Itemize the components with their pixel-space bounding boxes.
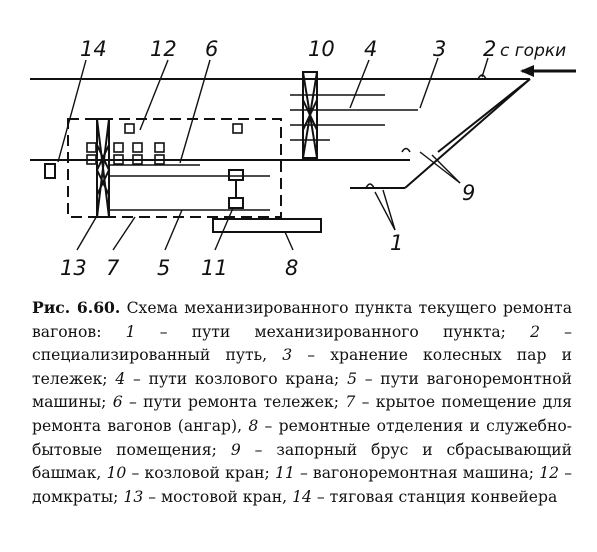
label-8: 8 xyxy=(285,256,298,280)
caption-item-number: 1 xyxy=(125,322,136,341)
caption-item-13: 13 – мостовой кран, xyxy=(118,488,287,506)
track-layout-diagram: с горки 14 12 6 10 4 3 2 9 1 13 7 5 11 8 xyxy=(30,37,576,280)
caption-item-text: – ремонтные отделения и служебно-бытовые… xyxy=(32,416,572,459)
caption-item-6: 6 – пути ремонта тележек; xyxy=(106,393,339,411)
caption-lead: Рис. 6.60. xyxy=(32,298,121,317)
caption-item-number: 5 xyxy=(347,369,357,388)
label-1: 1 xyxy=(390,231,403,255)
repair-buildings xyxy=(212,218,322,233)
caption-items: 1 – пути механизированного пункта; 2 – с… xyxy=(32,323,572,506)
caption-item-number: 2 xyxy=(530,322,540,341)
label-2: 2 xyxy=(483,37,496,61)
caption-item-number: 14 xyxy=(292,487,312,506)
stop-shoe-3 xyxy=(401,147,411,153)
direction-arrow-icon xyxy=(520,65,576,77)
caption-item-text: – запорный брус и сбрасывающий башмак, xyxy=(32,440,572,483)
stop-shoe-2 xyxy=(365,183,375,189)
label-4: 4 xyxy=(364,37,377,61)
caption-item-text: – козловой кран; xyxy=(126,464,270,483)
caption-item-12: 12 – домкраты; xyxy=(32,464,572,506)
label-14: 14 xyxy=(80,37,107,61)
caption-item-number: 7 xyxy=(345,393,356,412)
caption-item-14: 14 – тяговая станция конвейера xyxy=(287,488,557,506)
lead-track-lower xyxy=(404,78,531,189)
caption-item-text: – вагоноремонтная машина; xyxy=(294,464,535,483)
label-12: 12 xyxy=(150,37,177,61)
caption-title: Схема механизированного пункта текущего … xyxy=(32,299,572,341)
jacks xyxy=(86,123,243,165)
label-9: 9 xyxy=(462,181,475,205)
caption-item-3: 3 – хранение колесных пар и тележек; xyxy=(32,346,572,388)
hangar-outline xyxy=(67,118,282,218)
label-7: 7 xyxy=(106,256,120,280)
repair-machine xyxy=(228,169,244,209)
caption-item-number: 8 xyxy=(248,416,259,435)
caption-item-text: – домкраты; xyxy=(32,464,573,506)
caption-item-number: 13 xyxy=(123,487,144,506)
conveyor-station xyxy=(44,163,56,179)
caption-item-number: 10 xyxy=(106,464,127,483)
direction-label: с горки xyxy=(500,41,566,61)
caption-item-text: – специализированный путь, xyxy=(32,322,572,365)
caption-item-text: – крытое помещение для ремонта вагонов (… xyxy=(32,393,572,435)
caption-item-8: 8 – ремонтные отделения и служебно-бытов… xyxy=(32,417,572,459)
caption-item-text: – пути механизированного пункта; xyxy=(135,322,506,341)
caption-item-9: 9 – запорный брус и сбрасывающий башмак, xyxy=(32,441,572,483)
caption-item-number: 6 xyxy=(112,393,123,412)
caption-item-text: – тяговая станция конвейера xyxy=(311,487,558,506)
caption-item-11: 11 – вагоноремонтная машина; xyxy=(270,464,534,482)
gantry-crane xyxy=(302,71,318,159)
caption-item-number: 3 xyxy=(282,346,293,365)
caption-item-number: 9 xyxy=(230,440,241,459)
caption-item-number: 4 xyxy=(115,369,126,388)
caption-item-text: – пути ремонта тележек; xyxy=(122,393,339,412)
caption-item-number: 11 xyxy=(274,464,295,483)
caption-item-5: 5 – пути вагоноремонтной машины; xyxy=(32,370,572,412)
label-5: 5 xyxy=(157,256,170,280)
label-13: 13 xyxy=(60,256,87,280)
caption-item-text: – пути вагоноремонтной машины; xyxy=(32,369,572,412)
bridge-crane xyxy=(96,118,110,218)
label-11: 11 xyxy=(201,256,228,280)
caption-item-7: 7 – крытое помещение для ремонта вагонов… xyxy=(32,393,572,435)
caption-item-4: 4 – пути козлового крана; xyxy=(108,369,340,388)
label-10: 10 xyxy=(308,37,335,61)
caption-item-number: 12 xyxy=(539,464,560,483)
caption-item-text: – мостовой кран, xyxy=(143,487,288,506)
label-6: 6 xyxy=(205,37,218,61)
caption-item-2: 2 – специализированный путь, xyxy=(32,323,572,365)
caption-item-text: – хранение колесных пар и тележек; xyxy=(32,346,572,388)
caption-item-1: 1 – пути механизированного пункта; xyxy=(101,322,506,341)
caption-item-10: 10 – козловой кран; xyxy=(101,464,269,482)
figure-caption: Рис. 6.60. Схема механизированного пункт… xyxy=(32,296,572,509)
caption-item-text: – пути козлового крана; xyxy=(125,369,340,388)
label-3: 3 xyxy=(433,37,446,61)
